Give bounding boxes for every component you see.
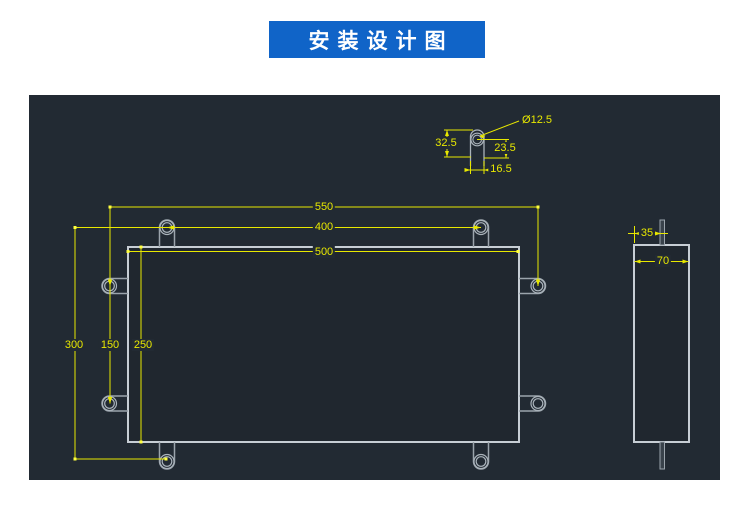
dim-32-5-label: 32.5 xyxy=(433,137,459,149)
cad-drawing-canvas: 550 400 500 300 150 250 Ø12.5 32.5 23.5 … xyxy=(29,95,720,480)
tab-left-upper xyxy=(101,277,128,295)
dim-400-label: 400 xyxy=(312,221,336,233)
tab-bottom-right xyxy=(472,442,490,470)
dimension-ticks xyxy=(73,205,540,461)
tab-bottom-left xyxy=(158,442,176,470)
panel-side-outline xyxy=(633,244,690,443)
dim-150-label: 150 xyxy=(98,339,122,351)
dim-23-5-label: 23.5 xyxy=(492,142,518,154)
dim-hole-diameter-label: Ø12.5 xyxy=(520,114,554,126)
tab-right-upper xyxy=(519,277,547,295)
dim-300-label: 300 xyxy=(62,339,86,351)
side-tab-bottom xyxy=(659,441,665,470)
tab-left-lower xyxy=(101,395,128,412)
mounting-holes xyxy=(101,219,546,470)
dim-70-label: 70 xyxy=(654,255,672,267)
side-tab-top xyxy=(659,219,665,246)
tab-right-lower xyxy=(519,395,547,412)
dim-35-label: 35 xyxy=(638,227,656,239)
dim-250-label: 250 xyxy=(131,339,155,351)
page-title: 安装设计图 xyxy=(308,29,454,53)
cad-drawing xyxy=(73,120,690,470)
tab-top-left xyxy=(158,219,176,247)
dim-550-label: 550 xyxy=(312,201,336,213)
tab-top-right xyxy=(472,219,490,247)
panel-front-outline xyxy=(127,246,520,443)
dim-16-5-label: 16.5 xyxy=(488,163,514,175)
title-banner: 安装设计图 xyxy=(269,21,485,58)
dim-500-label: 500 xyxy=(312,246,336,258)
